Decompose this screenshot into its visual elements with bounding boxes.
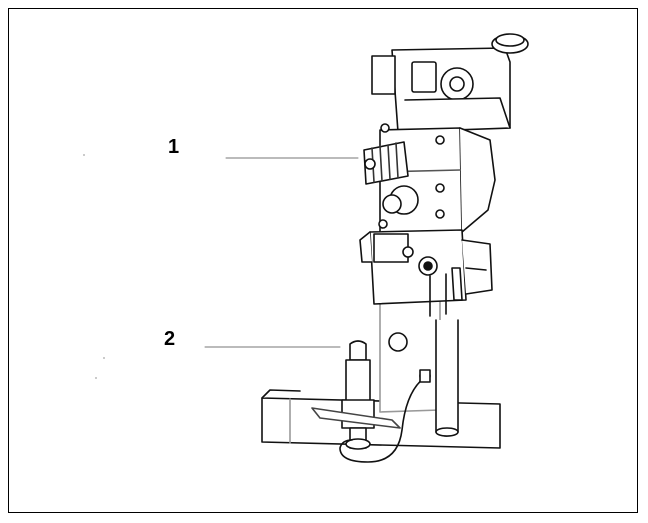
mounting-plate	[379, 299, 441, 413]
pilot-burner	[311, 340, 401, 450]
thermocouple-lead	[339, 369, 431, 463]
callout-label-2: 2	[164, 328, 176, 350]
callout-label-1: 1	[168, 136, 180, 158]
gas-pipe	[435, 319, 459, 437]
valve-body	[359, 33, 529, 317]
